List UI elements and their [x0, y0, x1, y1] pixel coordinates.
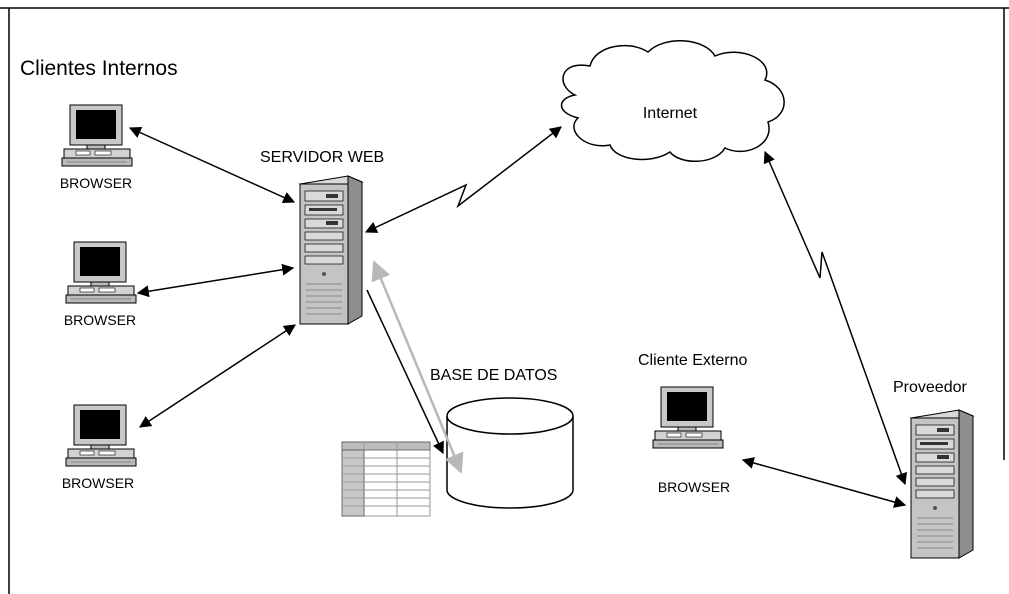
web-server-icon	[299, 175, 363, 325]
client3-server-link	[138, 324, 297, 428]
external-provider-link	[741, 457, 907, 508]
client2-server-link	[136, 263, 295, 298]
server-internet-link	[364, 126, 562, 233]
database-server-return-link	[371, 260, 464, 474]
base-de-datos-label: BASE DE DATOS	[430, 367, 557, 384]
servidor-web-label: SERVIDOR WEB	[260, 149, 384, 166]
internal-client-3: BROWSER	[62, 404, 137, 491]
internet-cloud-icon	[560, 40, 785, 163]
cliente-externo-label: Cliente Externo	[638, 352, 747, 369]
internet-label: Internet	[643, 105, 698, 122]
proveedor-label: Proveedor	[893, 379, 967, 396]
clientes-internos-label: Clientes Internos	[20, 57, 178, 80]
provider-server-icon	[910, 409, 974, 559]
computer-icon	[65, 241, 137, 304]
internet-provider-link	[763, 150, 908, 486]
browser-label: BROWSER	[60, 175, 132, 191]
browser-label: BROWSER	[62, 475, 134, 491]
external-browser-label: BROWSER	[658, 479, 730, 495]
database-table-icon	[341, 441, 431, 517]
client1-server-link	[128, 126, 296, 204]
browser-label: BROWSER	[64, 312, 136, 328]
internal-client-1: BROWSER	[60, 104, 133, 191]
computer-icon	[61, 104, 133, 167]
computer-icon	[65, 404, 137, 467]
computer-icon	[652, 386, 724, 449]
database-cylinder-icon	[446, 397, 574, 509]
internal-client-2: BROWSER	[64, 241, 137, 328]
